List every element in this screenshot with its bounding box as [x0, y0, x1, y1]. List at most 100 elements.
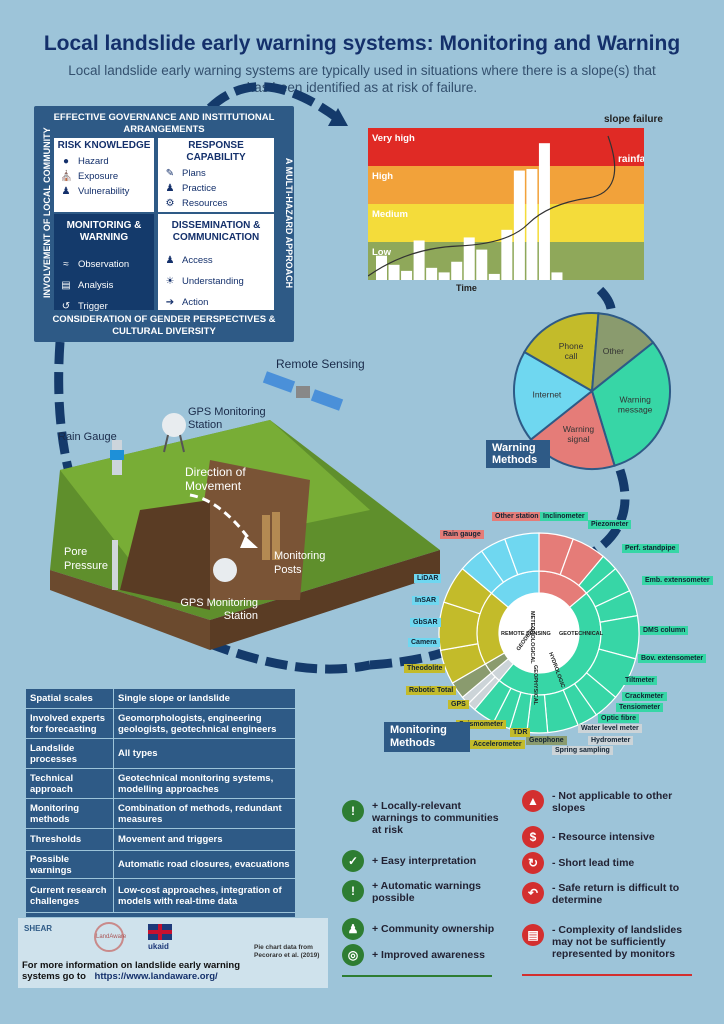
- con-item: - Resource intensive: [552, 831, 655, 843]
- table-key: Thresholds: [26, 829, 114, 850]
- table-value: Combination of methods, redundant measur…: [118, 802, 282, 825]
- monitoring-method-tag: TDR: [510, 728, 531, 737]
- action-icon: ➔: [165, 297, 175, 308]
- shear-logo: SHEAR: [24, 924, 53, 933]
- monitoring-method-tag: DMS column: [640, 626, 689, 635]
- rainfall-bar: [551, 272, 563, 280]
- ukaid-logo: ukaid: [148, 942, 169, 951]
- movement-arrow-icon: [189, 493, 252, 541]
- gps-station-2-label: GPS Monitoring Station: [180, 597, 258, 622]
- risk-band-very-high: [368, 128, 644, 166]
- pro-item: + Improved awareness: [372, 949, 485, 961]
- lead-time-icon: ↻: [522, 852, 544, 874]
- easy-interpretation-icon: ✓: [342, 850, 364, 872]
- pie-slice: [513, 350, 594, 441]
- monitoring-method-tag: Camera: [408, 638, 440, 647]
- con-item: - Not applicable to other slopes: [552, 790, 673, 814]
- landaware-logo: LandAware: [94, 922, 126, 952]
- table-value: All types: [118, 748, 158, 759]
- risk-level-label: Medium: [372, 209, 408, 220]
- pie-slice-label: Phone: [559, 341, 584, 351]
- monitoring-method-tag: Seismometer: [456, 720, 506, 729]
- risk-level-label: Very high: [372, 133, 415, 144]
- monitoring-method-tag: GbSAR: [410, 618, 441, 627]
- page-title: Local landslide early warning systems: M…: [43, 32, 681, 55]
- table-value: Single slope or landslide: [118, 693, 230, 704]
- monitoring-warning-title: MONITORING & WARNING: [66, 220, 142, 243]
- hazard-icon: ●: [62, 156, 70, 167]
- movement-curve: [367, 135, 616, 277]
- monitoring-item: Analysis: [78, 280, 114, 291]
- gps-station-1-label: GPS Monitoring Station: [188, 406, 266, 431]
- page-subtitle: Local landslide early warning systems ar…: [68, 63, 656, 95]
- pie-slice-label: call: [565, 351, 578, 361]
- monitoring-method-tag: GPS: [448, 700, 469, 709]
- pore-pressure-label: Pore Pressure: [64, 546, 109, 572]
- monitoring-method-tag: Accelerometer: [470, 740, 525, 749]
- category-label: GEOPHYSICAL: [532, 665, 538, 706]
- rainfall-bar: [401, 270, 413, 280]
- sunburst-segment: [504, 532, 540, 576]
- exposure-icon: ⛪: [60, 171, 73, 182]
- practice-icon: ♟: [165, 183, 175, 194]
- observation-icon: ≈: [63, 259, 69, 270]
- monitoring-posts-label: Monitoring Posts: [274, 550, 326, 576]
- rainfall-bar: [501, 229, 513, 280]
- table-value: Geomorphologists, engineering geologists…: [118, 712, 277, 735]
- pie-slice-label: signal: [567, 434, 589, 444]
- category-label: METEOROLOGICAL: [529, 611, 535, 664]
- con-item: - Complexity of landslides may not be su…: [552, 924, 683, 960]
- risk-knowledge-title: RISK KNOWLEDGE: [57, 140, 151, 151]
- rainfall-bar: [476, 249, 488, 280]
- monitoring-method-tag: Other station: [492, 512, 542, 521]
- pie-slice: [590, 312, 655, 394]
- monitoring-method-tag: Inclinometer: [540, 512, 588, 521]
- understanding-icon: ☀: [165, 276, 175, 287]
- rainfall-bar: [451, 261, 463, 280]
- monitoring-method-tag: Bov. extensometer: [638, 654, 707, 663]
- landaware-link[interactable]: https://www.landaware.org/: [94, 971, 218, 982]
- response-item: Plans: [182, 168, 206, 179]
- pro-item: + Community ownership: [372, 923, 495, 935]
- risk-level-chart: Very highHighMediumLowrainfall: [367, 128, 651, 280]
- monitoring-method-tag: Water level meter: [578, 724, 642, 733]
- warning-methods-title: Warning Methods: [486, 440, 550, 468]
- footer: SHEAR LandAware ukaid Pie chart data fro…: [18, 918, 328, 988]
- rainfall-bar: [526, 169, 538, 280]
- monitoring-method-tag: Emb. extensometer: [642, 576, 713, 585]
- access-icon: ♟: [165, 255, 175, 266]
- monitoring-method-tag: Crackmeter: [622, 692, 667, 701]
- vulnerability-icon: ♟: [61, 186, 71, 197]
- response-capability-title: RESPONSE CAPABILITY: [186, 140, 246, 163]
- table-value: Geotechnical monitoring systems, modelli…: [118, 772, 274, 795]
- warning-methods-pie: WarningmessageWarningsignalInternetPhone…: [513, 312, 671, 470]
- pie-slice-label: Internet: [532, 389, 561, 399]
- table-key: Involved experts for forecasting: [26, 709, 114, 738]
- monitoring-post-icon: [262, 515, 270, 560]
- category-label: REMOTE SENSING: [501, 631, 551, 637]
- monitoring-method-tag: Geophone: [526, 736, 567, 745]
- rainfall-bar: [426, 267, 438, 280]
- pie-slice-label: Warning: [563, 424, 595, 434]
- resources-icon: ⚙: [165, 198, 175, 209]
- category-label: GEOTECHNICAL: [559, 631, 604, 637]
- monitoring-item: Observation: [78, 259, 130, 270]
- rainfall-bar: [513, 170, 525, 280]
- pie-slice: [590, 341, 671, 467]
- return-icon: ↶: [522, 882, 544, 904]
- monitoring-method-tag: Hydrometer: [588, 736, 634, 745]
- monitoring-method-tag: LiDAR: [414, 574, 442, 583]
- dissemination-item: Action: [182, 297, 209, 308]
- monitoring-methods-title: Monitoring Methods: [384, 722, 470, 752]
- sunburst-center: [499, 593, 579, 673]
- risk-band-high: [368, 166, 644, 204]
- monitoring-method-tag: Theodolite: [404, 664, 446, 673]
- awareness-icon: ◎: [342, 944, 364, 966]
- rainfall-bar: [438, 272, 450, 280]
- risk-knowledge-cell: RISK KNOWLEDGE ●Hazard ⛪Exposure ♟Vulner…: [54, 138, 154, 212]
